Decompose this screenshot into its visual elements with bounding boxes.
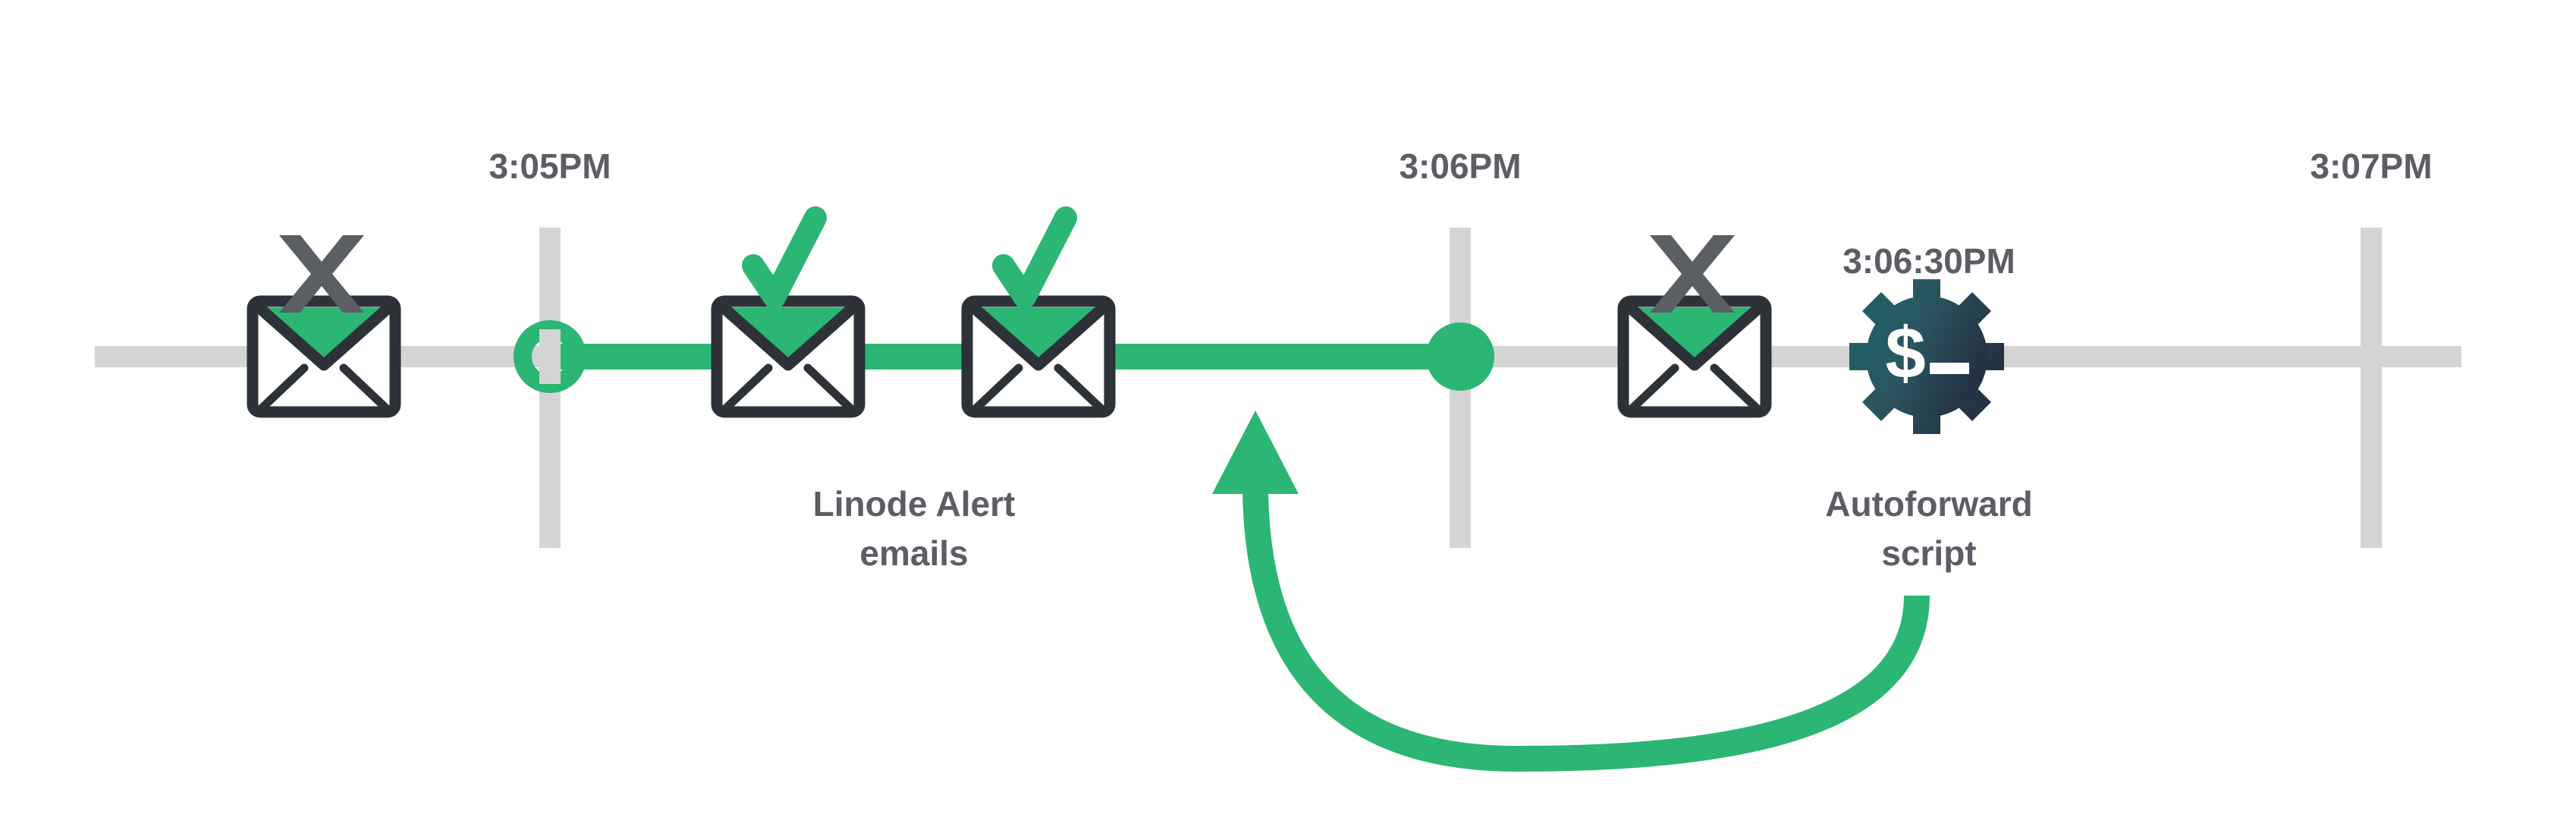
alert-emails-label-line1: Linode Alert [813, 484, 1016, 524]
ring-marker-icon [514, 320, 586, 393]
feedback-arrow-icon [1212, 410, 1930, 772]
x-mark-icon [1650, 235, 1735, 313]
script-time-label: 3:06:30PM [1842, 241, 2015, 281]
alert-emails-label-line2: emails [859, 533, 968, 573]
envelope-crease-left [721, 363, 773, 412]
time-label-305pm: 3:05PM [488, 146, 611, 186]
envelope-flap-outline [1623, 301, 1766, 371]
gear-terminal-icon: $ [1849, 279, 2004, 434]
envelope-crease-right [339, 363, 391, 412]
envelope-flap-outline [253, 301, 395, 371]
dot-marker-circle [1426, 322, 1494, 391]
envelope-flap-fill [973, 307, 1104, 365]
envelope-flap-fill [1629, 307, 1760, 365]
envelope-crease-right [803, 363, 855, 412]
envelope-crease-right [1054, 363, 1105, 412]
envelope-icon [711, 295, 865, 418]
envelope-crease-right [1710, 363, 1761, 412]
envelope-flap-outline [967, 301, 1110, 371]
envelope-flap-fill [259, 307, 389, 365]
envelope-icon [1617, 295, 1772, 418]
autoforward-script-label-line1: Autoforward [1825, 484, 2032, 524]
check-mark-icon [992, 206, 1077, 309]
gear-body [1866, 296, 1987, 417]
envelope-crease-left [257, 363, 309, 412]
check-mark-icon [742, 206, 827, 309]
feedback-arrow-curve [1242, 492, 1930, 772]
x-mark-glyph [1650, 235, 1735, 313]
envelope-crease-left [1628, 363, 1679, 412]
check-mark-glyph [992, 206, 1077, 309]
gear-dollar-prompt-glyph: $ [1885, 313, 1925, 394]
dot-marker-icon [1426, 322, 1494, 391]
envelope-flap-outline [717, 301, 859, 371]
envelope-icon [247, 295, 401, 418]
gear-underscore-glyph [1930, 363, 1969, 374]
x-mark-glyph [279, 235, 364, 313]
time-label-307pm: 3:07PM [2310, 146, 2432, 186]
envelope-crease-left [972, 363, 1023, 412]
time-label-306pm: 3:06PM [1399, 146, 1521, 186]
feedback-arrow-head [1212, 410, 1299, 494]
ring-marker-inner-tick [539, 329, 561, 384]
check-mark-glyph [742, 206, 827, 309]
x-mark-icon [279, 235, 364, 313]
envelope-icon [961, 295, 1116, 418]
autoforward-script-label-line2: script [1881, 533, 1976, 573]
envelope-flap-fill [723, 307, 853, 365]
time-tick-307pm [2361, 228, 2382, 548]
